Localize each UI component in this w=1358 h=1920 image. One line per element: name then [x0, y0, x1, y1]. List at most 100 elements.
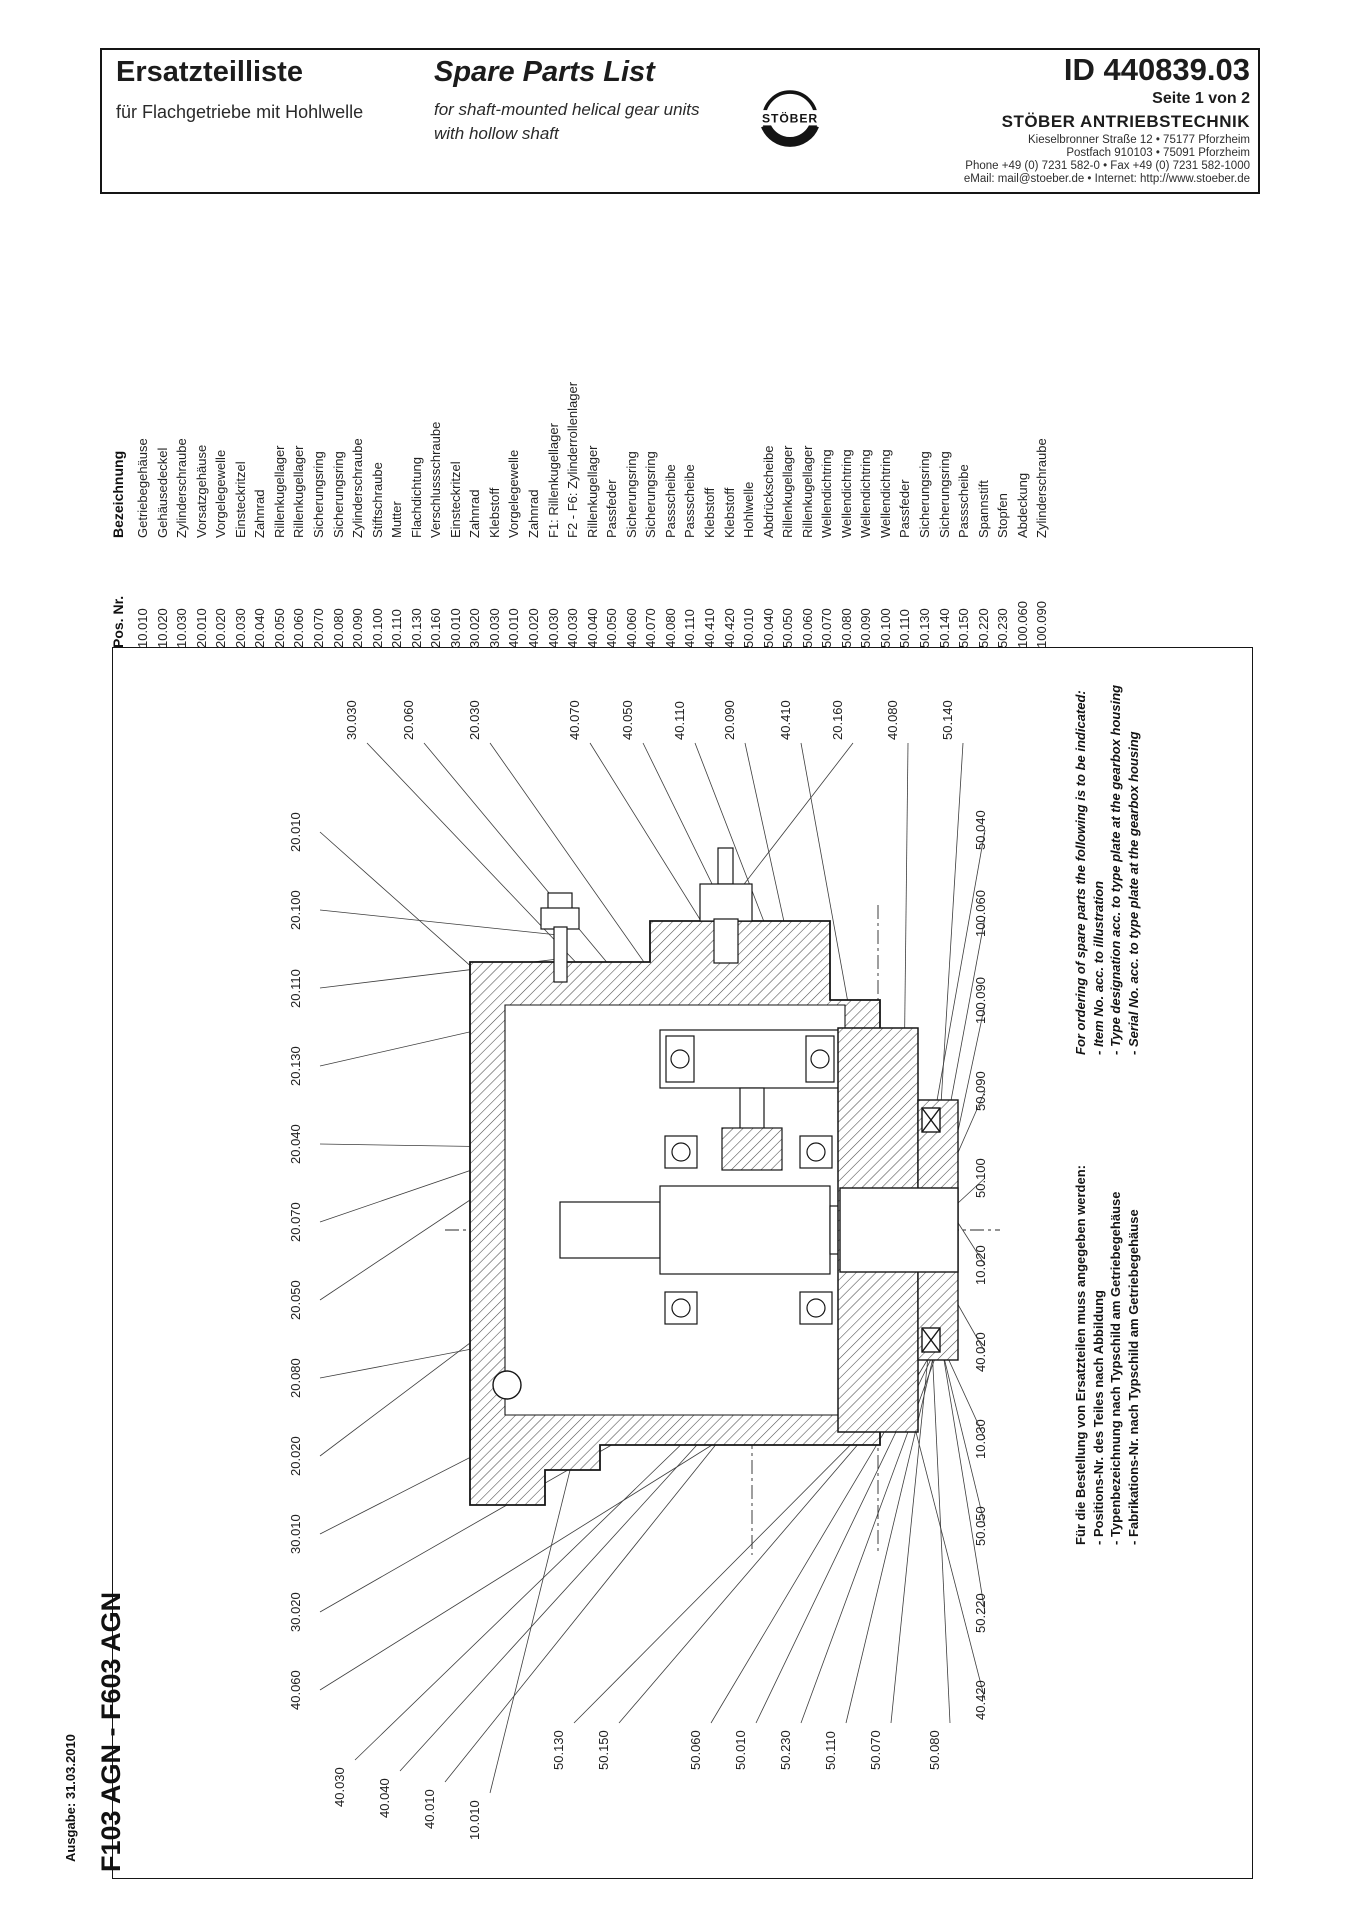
part-name: Wellendichtring	[877, 449, 893, 538]
ordering-note-german-line: Für die Bestellung von Ersatzteilen muss…	[1073, 1165, 1088, 1545]
part-name: Stopfen	[995, 493, 1011, 538]
callout-label: 40.050	[620, 700, 635, 740]
part-name: Rillenkugellager	[271, 445, 287, 539]
callout-label: 50.090	[973, 1071, 988, 1111]
callout-label: 40.010	[422, 1789, 437, 1829]
part-name: Zylinderschraube	[350, 438, 366, 538]
part-name: Vorgelegewelle	[213, 449, 229, 538]
callout-label: 50.060	[688, 1730, 703, 1770]
title-english: Spare Parts List	[434, 56, 655, 88]
callout-label: 10.020	[973, 1245, 988, 1285]
part-name: Sicherungsring	[330, 451, 346, 538]
ordering-note-english-line: - Serial No. acc. to type plate at the g…	[1125, 731, 1141, 1055]
callout-label: 50.220	[973, 1593, 988, 1633]
ordering-note-english-line: - Type designation acc. to type plate at…	[1108, 684, 1123, 1055]
part-pos-nr: 50.080	[838, 608, 854, 648]
part-name: Flachdichtung	[408, 457, 424, 538]
callout-label: 20.160	[830, 700, 845, 740]
callout-label: 20.030	[467, 700, 482, 740]
part-pos-nr: 50.070	[819, 608, 835, 648]
part-pos-nr: 40.030	[545, 608, 561, 648]
part-name: Passscheibe	[662, 464, 678, 538]
part-pos-nr: 50.060	[799, 608, 815, 648]
address-line: Kieselbronner Straße 12 • 75177 Pforzhei…	[1027, 134, 1250, 146]
part-name: Sicherungsring	[310, 451, 326, 538]
column-header-pos-nr: Pos. Nr.	[110, 595, 126, 648]
part-pos-nr: 50.090	[858, 608, 874, 648]
callout-label: 20.050	[288, 1280, 303, 1320]
part-pos-nr: 20.090	[350, 608, 366, 648]
callout-label: 30.020	[288, 1592, 303, 1632]
callout-label: 50.130	[551, 1730, 566, 1770]
part-pos-nr: 50.010	[741, 608, 757, 648]
callout-label: 40.080	[885, 700, 900, 740]
part-pos-nr: 100.060	[1014, 601, 1030, 648]
part-name: Wellendichtring	[858, 449, 874, 538]
callout-label: 50.040	[973, 810, 988, 850]
callout-label: 50.100	[973, 1158, 988, 1198]
part-name: Zylinderschraube	[1034, 438, 1050, 538]
part-name: Stiftschraube	[369, 462, 385, 538]
page-number: Seite 1 von 2	[1152, 90, 1250, 107]
callout-label: 40.020	[973, 1332, 988, 1372]
callout-label: 20.060	[401, 700, 416, 740]
callout-label: 20.080	[288, 1358, 303, 1398]
part-name: Klebstoff	[701, 487, 717, 538]
part-name: Mutter	[389, 501, 405, 538]
part-name: Zahnrad	[252, 489, 268, 538]
part-name: Abdrückscheibe	[760, 445, 776, 539]
part-pos-nr: 40.410	[701, 608, 717, 648]
callout-label: 10.010	[467, 1800, 482, 1840]
column-header-bezeichnung: Bezeichnung	[110, 450, 126, 538]
callout-label: 50.080	[927, 1730, 942, 1770]
part-name: Passscheibe	[956, 464, 972, 538]
part-pos-nr: 40.080	[662, 608, 678, 648]
part-pos-nr: 40.070	[643, 608, 659, 648]
model-range: F103 AGN - F603 AGN	[96, 1591, 126, 1872]
part-pos-nr: 20.110	[389, 609, 405, 648]
part-pos-nr: 20.160	[428, 608, 444, 648]
company-name: STÖBER ANTRIEBSTECHNIK	[1001, 112, 1250, 131]
document-id: ID 440839.03	[1063, 52, 1250, 87]
part-pos-nr: 20.060	[291, 608, 307, 648]
part-pos-nr: 40.040	[584, 608, 600, 648]
callout-label: 50.150	[596, 1730, 611, 1770]
part-pos-nr: 20.030	[232, 608, 248, 648]
part-name: Rillenkugellager	[584, 445, 600, 539]
part-name: Sicherungsring	[623, 451, 639, 538]
callout-label: 100.060	[973, 890, 988, 937]
part-pos-nr: 50.130	[917, 608, 932, 648]
part-name: Sicherungsring	[936, 451, 952, 538]
part-name: Sicherungsring	[917, 451, 932, 538]
part-pos-nr: 30.010	[447, 608, 463, 648]
ordering-note-german-line: - Positions-Nr. des Teiles nach Abbildun…	[1090, 1290, 1106, 1545]
part-pos-nr: 20.040	[252, 608, 268, 648]
callout-label: 20.130	[288, 1046, 303, 1086]
callout-label: 40.040	[377, 1778, 392, 1818]
part-pos-nr: 50.230	[995, 608, 1011, 648]
part-name: Zahnrad	[526, 489, 541, 538]
ordering-note-english-line: - Item No. acc. to illustration	[1090, 880, 1106, 1055]
part-name: Einsteckritzel	[447, 461, 463, 538]
callout-label: 20.090	[722, 700, 737, 740]
address-line: Postfach 910103 • 75091 Pforzheim	[1066, 147, 1250, 159]
part-pos-nr: 50.220	[975, 608, 991, 648]
part-pos-nr: 40.020	[526, 608, 541, 648]
part-pos-nr: 20.010	[193, 608, 209, 648]
stoeber-logo-icon: STÖBER	[754, 84, 826, 156]
callout-label: 20.010	[288, 812, 303, 852]
part-name: Verschlussschraube	[428, 421, 444, 538]
callout-label: 20.020	[288, 1436, 303, 1476]
part-pos-nr: 10.010	[135, 608, 150, 648]
part-pos-nr: 10.030	[174, 608, 190, 648]
part-name: Sicherungsring	[643, 451, 659, 538]
part-name: Hohlwelle	[741, 481, 757, 538]
callout-label: 50.110	[823, 1731, 838, 1770]
part-pos-nr: 50.050	[780, 608, 796, 648]
part-name: Klebstoff	[486, 487, 502, 538]
callout-label: 50.230	[778, 1730, 793, 1770]
part-pos-nr: 40.060	[623, 608, 639, 648]
part-pos-nr: 20.100	[369, 608, 385, 648]
part-pos-nr: 30.030	[486, 608, 502, 648]
part-name: Getriebegehäuse	[135, 438, 150, 538]
